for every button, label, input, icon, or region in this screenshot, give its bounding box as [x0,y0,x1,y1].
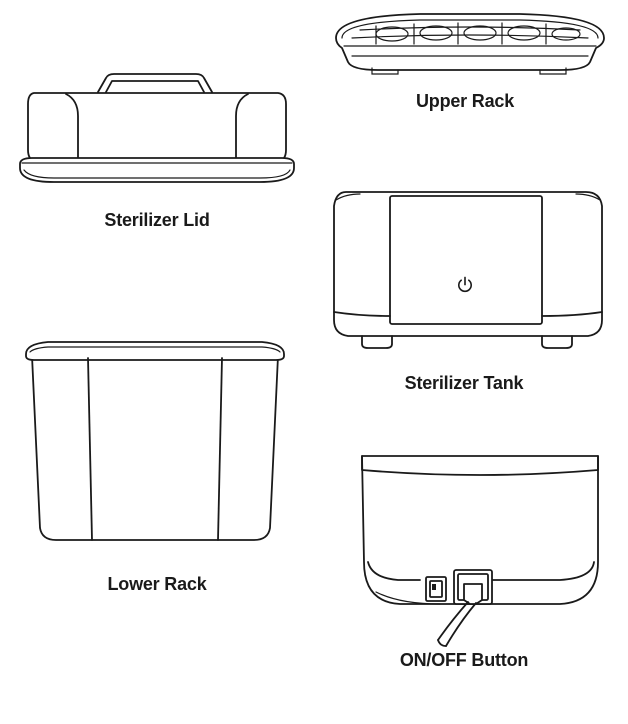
rocker-switch-icon[interactable] [425,576,447,602]
on-off-base-illustration [361,455,599,605]
label-upper-rack: Upper Rack [415,91,515,111]
power-plug-icon [437,569,493,647]
label-sterilizer-tank: Sterilizer Tank [404,373,524,393]
sterilizer-tank-illustration [333,191,603,349]
label-sterilizer-lid: Sterilizer Lid [104,210,210,230]
upper-rack-illustration [335,13,605,75]
power-icon [458,276,472,293]
sterilizer-lid-illustration [19,73,295,183]
label-on-off-button: ON/OFF Button [399,650,529,670]
label-lower-rack: Lower Rack [107,574,207,594]
lower-rack-illustration [25,341,285,541]
